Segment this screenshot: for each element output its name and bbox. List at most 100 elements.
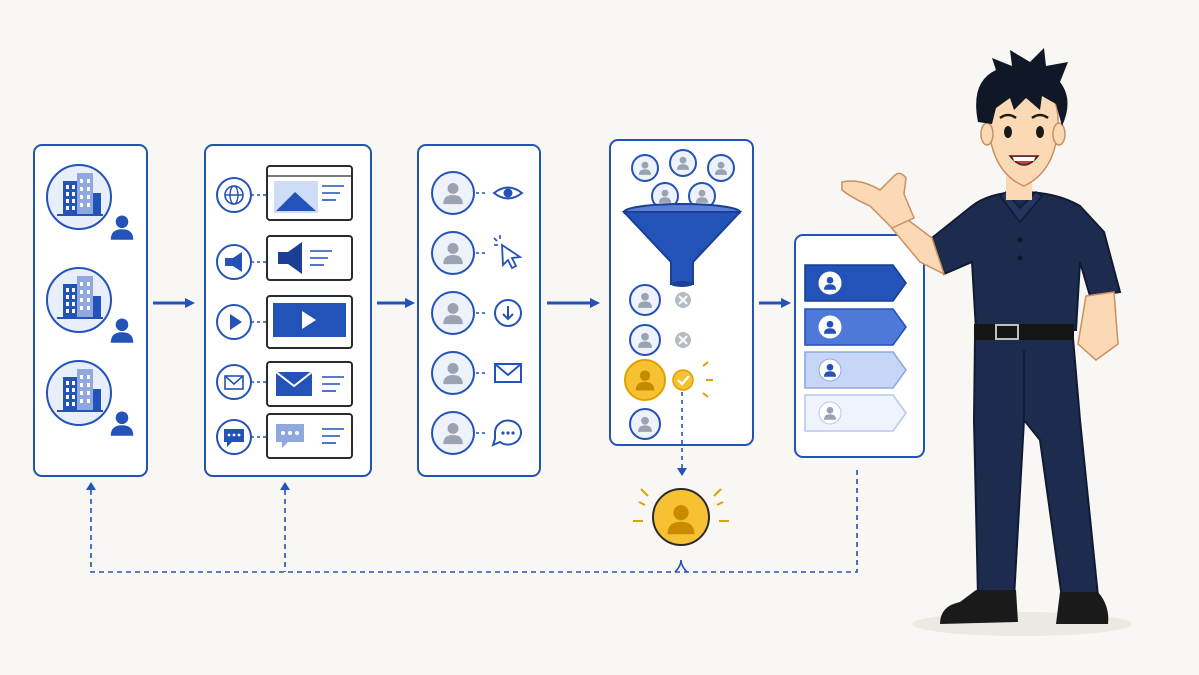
engagement-row-3 [431,291,522,335]
person-glyph [676,156,690,170]
user-icon [824,363,836,377]
lead-pool [631,149,735,210]
cursor-click-icon [493,235,523,270]
belt-buckle [995,324,1019,340]
person-glyph [635,370,655,391]
presenter [841,48,1132,636]
person-glyph [658,189,672,203]
feedback-bracket [674,559,688,573]
channel-row-5 [216,413,353,459]
person-glyph [638,416,652,432]
lead-rank-tag-3 [804,351,907,389]
prospect-avatar [431,291,475,335]
funnel-icon [621,203,743,287]
lead-rank-tag-2 [804,308,907,346]
qualified-row-1 [629,284,691,316]
right-arm [1077,291,1119,361]
account-row-3 [46,360,134,436]
user-icon [824,320,836,334]
feedback-line [90,468,858,573]
user-icon [667,505,695,535]
building-icon [46,267,112,333]
lead-avatar [629,324,661,356]
building-icon [46,164,112,230]
engagement-row-1 [431,171,524,215]
qualified-row-2 [629,324,691,356]
prospect-avatar [431,411,475,455]
person-glyph [443,422,463,445]
megaphone-icon [216,244,252,280]
lead-rank-tag-1 [804,264,907,302]
channel-card [266,361,353,407]
globe-icon [216,177,252,213]
prospect-avatar [431,351,475,395]
ear [1052,122,1066,146]
mail-icon [494,363,522,383]
sparkle [702,361,713,398]
download-icon [494,299,522,327]
engagement-row-2 [431,231,523,275]
person-glyph [638,292,652,308]
channel-row-1 [216,165,353,221]
lead-avatar [669,149,697,177]
eyebrow [999,113,1017,120]
selected-lead [633,488,729,546]
eye-icon [492,186,524,200]
channel-card [266,413,353,459]
channel-card [266,295,353,349]
user-icon [110,411,134,436]
prospect-avatar [431,231,475,275]
channel-row-3 [216,295,353,349]
reject-icon [675,292,691,308]
belt [974,324,1074,340]
channel-card [266,235,353,281]
engagement-row-4 [431,351,522,395]
qualified-row-3 [624,359,713,401]
shirt [930,190,1122,331]
user-icon [824,406,836,420]
person-glyph [638,161,652,175]
trousers [972,337,1100,600]
person-glyph [695,189,709,203]
sparkle [716,501,724,506]
chat-icon [216,419,252,455]
engagement-row-5 [431,411,522,455]
selection-arrowhead [677,468,687,476]
hair [976,48,1068,126]
presenting-hand [841,172,915,229]
play-icon [216,304,252,340]
ear [980,122,994,146]
lead-avatar [631,154,659,182]
account-row-2 [46,267,134,343]
feedback-arrowhead [86,482,96,490]
lead-avatar [707,154,735,182]
building-icon [46,360,112,426]
channel-card [266,165,353,221]
eye [1004,126,1012,138]
feedback-arrowhead [280,482,290,490]
mail-icon [216,364,252,400]
qualified-row-4 [629,408,661,440]
lead-avatar [629,284,661,316]
sparkle [638,501,646,506]
user-icon [110,318,134,343]
right-shoe [1056,592,1109,624]
person-glyph [443,242,463,265]
lead-rank-tag-4 [804,394,907,432]
lead-avatar [629,408,661,440]
left-shoe [940,590,1018,624]
sparkle [713,488,722,497]
check-icon [672,369,694,391]
channel-row-2 [216,235,353,281]
teeth [1013,157,1035,161]
selected-lead-avatar [624,359,666,401]
eye [1036,126,1044,138]
person-glyph [443,302,463,325]
sparkle [640,488,649,497]
user-icon [110,215,134,240]
person-glyph [443,182,463,205]
prospect-avatar [431,171,475,215]
lead-avatar [688,182,716,210]
user-icon [824,276,836,290]
